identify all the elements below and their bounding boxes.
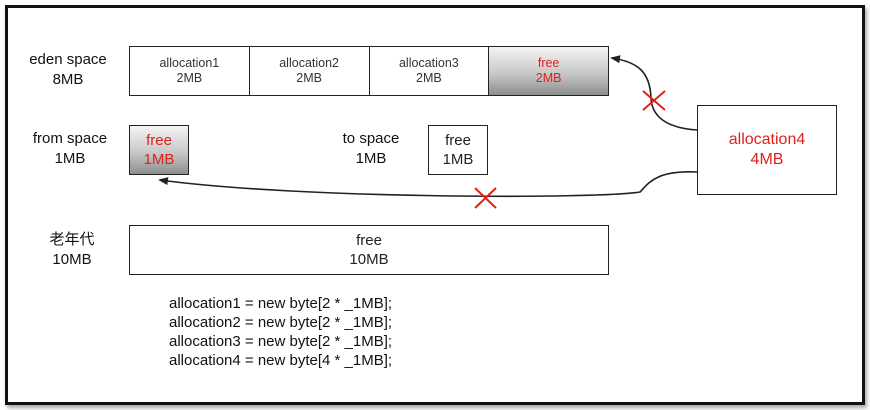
diagram-frame bbox=[5, 5, 865, 405]
allocation4-box: allocation4 4MB bbox=[697, 105, 837, 195]
eden-space-name: eden space bbox=[29, 51, 107, 68]
allocation4-size: 4MB bbox=[750, 151, 784, 168]
eden-cell-name: allocation3 bbox=[398, 56, 459, 70]
to-box-size: 1MB bbox=[442, 151, 474, 168]
old-gen-size: 10MB bbox=[52, 251, 92, 268]
old-box-size: 10MB bbox=[349, 251, 389, 268]
arrow-to-eden-free bbox=[610, 55, 698, 131]
allocation4-name: allocation4 bbox=[728, 131, 806, 148]
eden-cell-allocation3: allocation3 2MB bbox=[370, 47, 490, 95]
to-space-label: to space 1MB bbox=[321, 129, 421, 169]
eden-cell-free: free 2MB bbox=[489, 47, 608, 95]
to-box-name: free bbox=[445, 132, 471, 149]
from-box-name: free bbox=[146, 132, 172, 149]
eden-cell-allocation1: allocation1 2MB bbox=[130, 47, 250, 95]
from-box-size: 1MB bbox=[143, 151, 175, 168]
eden-cell-size: 2MB bbox=[296, 71, 322, 85]
from-space-size: 1MB bbox=[54, 150, 86, 167]
eden-cell-name: allocation2 bbox=[279, 56, 339, 70]
code-line: allocation4 = new byte[4 * _1MB]; bbox=[169, 352, 393, 369]
to-space-name: to space bbox=[342, 130, 400, 147]
eden-cell-size: 2MB bbox=[535, 71, 562, 85]
to-space-box: free 1MB bbox=[428, 125, 488, 175]
from-space-name: from space bbox=[32, 130, 108, 147]
to-space-size: 1MB bbox=[355, 150, 387, 167]
eden-space-label: eden space 8MB bbox=[18, 50, 118, 90]
code-line: allocation3 = new byte[2 * _1MB]; bbox=[169, 333, 393, 350]
code-line: allocation2 = new byte[2 * _1MB]; bbox=[169, 314, 393, 331]
old-gen-name: 老年代 bbox=[49, 231, 95, 248]
from-space-box: free 1MB bbox=[129, 125, 189, 175]
code-line: allocation1 = new byte[2 * _1MB]; bbox=[169, 295, 393, 312]
eden-space-bar: allocation1 2MB allocation2 2MB allocati… bbox=[129, 46, 609, 96]
old-box-name: free bbox=[356, 232, 382, 249]
eden-cell-name: allocation1 bbox=[159, 56, 220, 70]
code-block: allocation1 = new byte[2 * _1MB]; alloca… bbox=[169, 294, 392, 370]
eden-cell-size: 2MB bbox=[176, 71, 203, 85]
eden-cell-name: free bbox=[537, 56, 560, 70]
old-gen-box: free 10MB bbox=[129, 225, 609, 275]
eden-cell-allocation2: allocation2 2MB bbox=[250, 47, 370, 95]
cross-icon bbox=[474, 187, 497, 209]
eden-cell-size: 2MB bbox=[416, 71, 442, 85]
from-space-label: from space 1MB bbox=[20, 129, 120, 169]
cross-icon bbox=[642, 90, 666, 111]
eden-space-size: 8MB bbox=[52, 71, 84, 88]
old-gen-label: 老年代 10MB bbox=[22, 230, 122, 270]
arrow-to-from-space bbox=[158, 171, 698, 198]
